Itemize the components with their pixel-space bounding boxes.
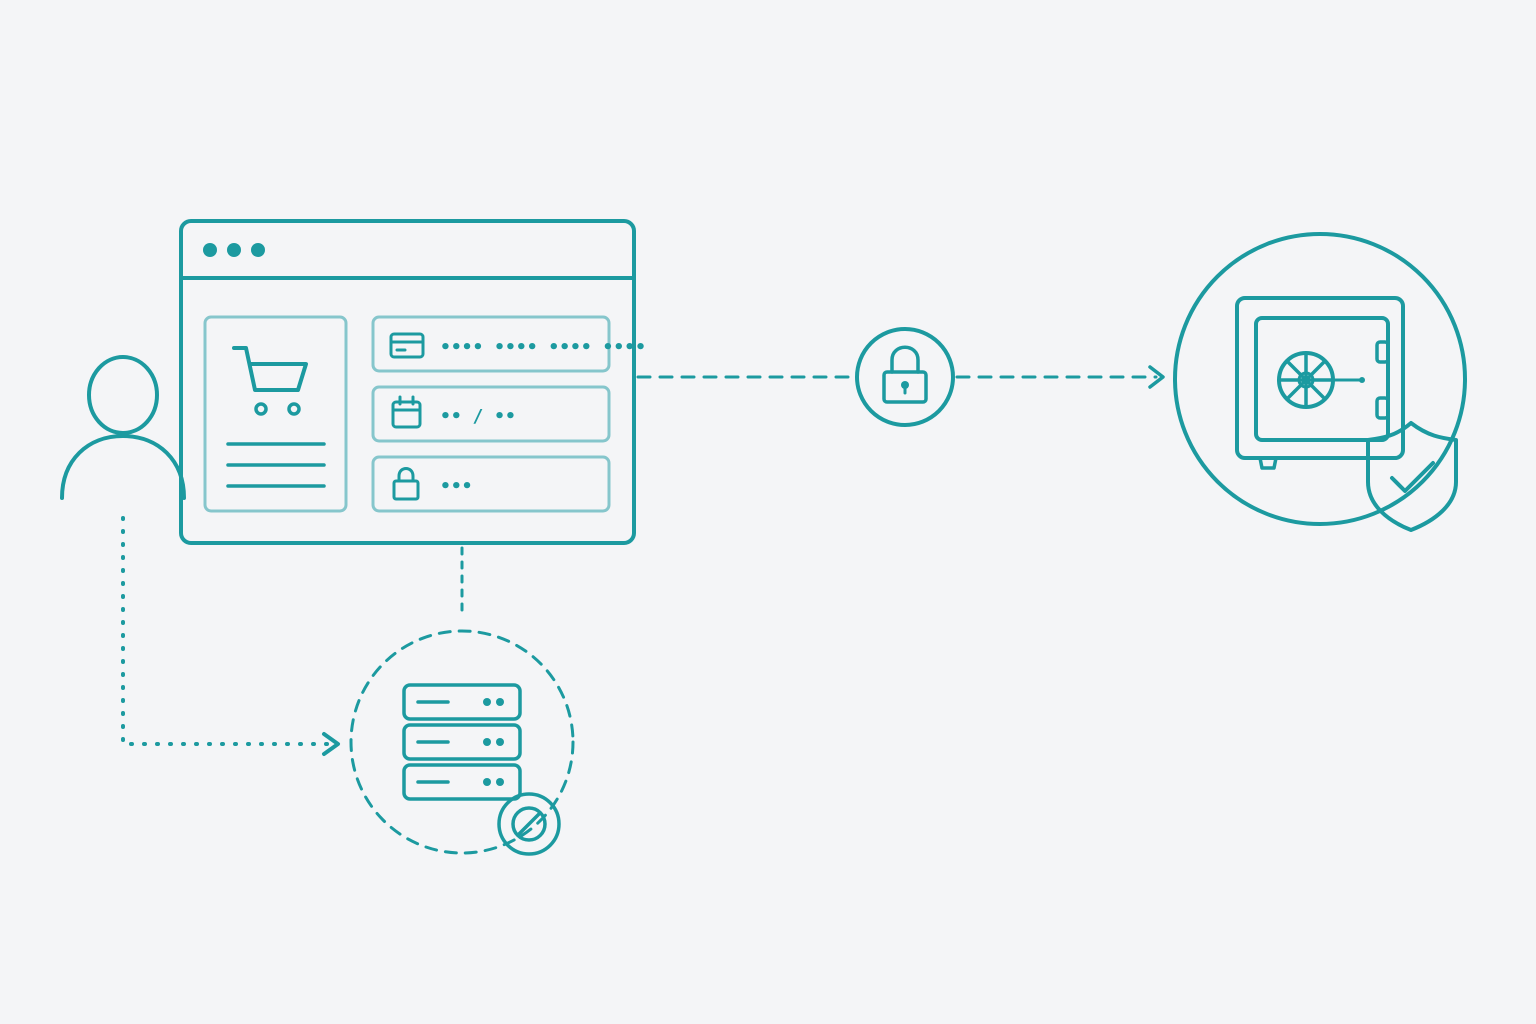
safe-icon [1235, 296, 1405, 470]
shopping-cart-icon [232, 346, 308, 416]
card-number-field[interactable]: •••• •••• •••• •••• [371, 315, 646, 373]
product-description-lines [226, 442, 326, 488]
window-control-dot [203, 243, 217, 257]
calendar-icon [391, 395, 422, 429]
padlock-icon [882, 345, 928, 404]
credit-card-icon [389, 332, 425, 359]
cvv-field[interactable]: ••• [371, 455, 611, 513]
no-entry-icon [497, 792, 561, 856]
card-number-mask: •••• •••• •••• •••• [440, 337, 646, 358]
product-panel [203, 315, 348, 513]
user-to-server-connector [121, 516, 340, 756]
checkout-browser-window: •••• •••• •••• •••• •• / •• ••• [179, 219, 646, 545]
expiry-date-field[interactable]: •• / •• [371, 385, 611, 443]
encryption-lock-node [855, 327, 955, 427]
window-controls [203, 243, 265, 257]
server-stack-icon [402, 683, 522, 801]
user-icon [60, 355, 186, 500]
shield-check-icon [1366, 421, 1458, 532]
expiry-date-mask: •• / •• [440, 406, 516, 427]
server-node [349, 629, 575, 856]
vault-node [1173, 232, 1467, 532]
browser-to-vault-connector [636, 365, 1165, 389]
window-control-dot [227, 243, 241, 257]
padlock-icon [392, 467, 420, 501]
cvv-mask: ••• [440, 476, 473, 497]
window-control-dot [251, 243, 265, 257]
